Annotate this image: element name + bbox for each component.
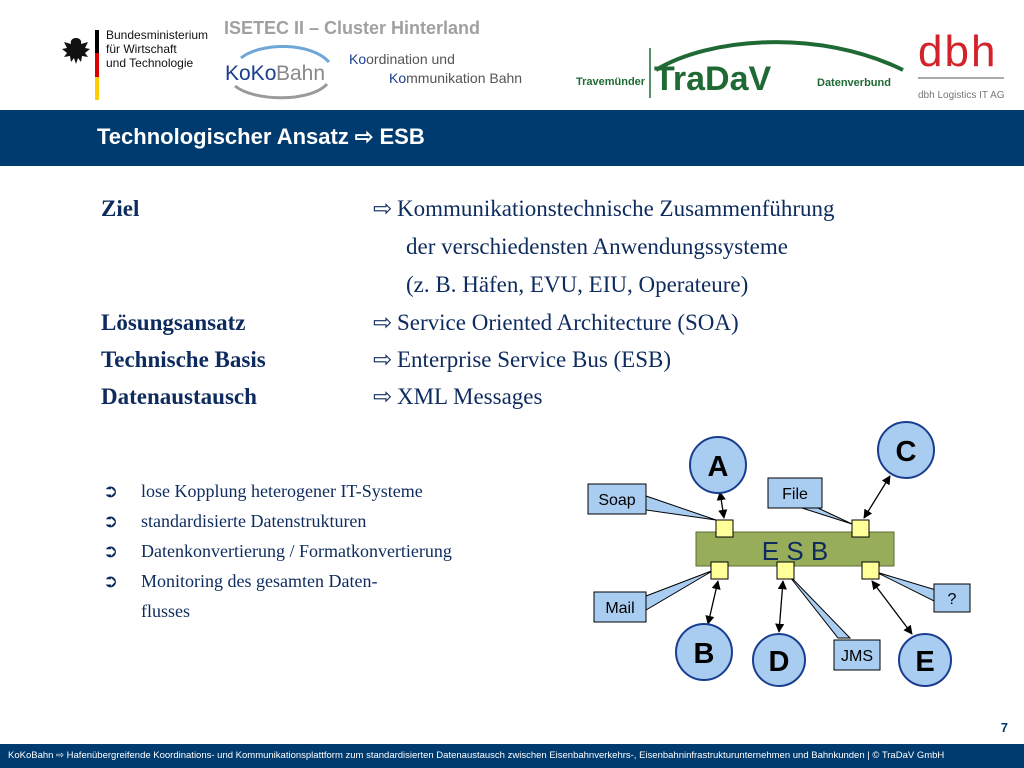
soap-callout-label: Soap — [598, 492, 635, 509]
link-c — [863, 475, 891, 519]
ministry-name: Bundesministerium für Wirtschaft und Tec… — [106, 28, 209, 70]
node-e-label: E — [915, 646, 934, 678]
node-a-label: A — [708, 451, 729, 483]
esb-bus-label: E S B — [762, 536, 828, 566]
esb-bus — [695, 531, 895, 567]
arrow-icon: ⇨ — [373, 384, 393, 409]
file-callout-label: File — [782, 486, 808, 503]
node-b — [675, 623, 733, 681]
german-flag-stripe — [95, 30, 99, 100]
cluster-title: ISETEC II – Cluster Hinterland — [224, 18, 481, 38]
connector-a — [715, 519, 734, 538]
row-value-technische-basis: ⇨Enterprise Service Bus (ESB) — [373, 347, 671, 373]
kokobahn-logo-text-b: Bahn — [276, 62, 325, 85]
unknown-callout — [933, 583, 971, 613]
tagline-ko-2: Ko — [389, 70, 407, 86]
link-e — [871, 580, 913, 635]
row-value-ziel-2: der verschiedensten Anwendungssysteme — [406, 234, 788, 259]
row-value-ziel-3: (z. B. Häfen, EVU, EIU, Operateure) — [406, 272, 749, 297]
mail-callout-tail — [645, 569, 715, 611]
file-callout — [767, 477, 823, 509]
travemuender-label: Travemünder — [576, 76, 646, 88]
node-e — [898, 633, 952, 687]
connector-c — [851, 519, 870, 538]
footer-bar: KoKoBahn ⇨ Hafenübergreifende Koordinati… — [0, 744, 1024, 768]
connector-e — [861, 561, 880, 580]
row-label-loesungsansatz: Lösungsansatz — [101, 310, 246, 335]
link-d — [775, 580, 787, 633]
row-value-text: Kommunikationstechnische Zusammenführung — [397, 196, 835, 221]
datenverbund-label: Datenverbund — [817, 77, 891, 89]
node-a — [689, 436, 747, 494]
row-label-ziel: Ziel — [101, 196, 140, 221]
row-label-datenaustausch: Datenaustausch — [101, 384, 257, 409]
soap-callout — [587, 483, 647, 515]
bullet-arrow-icon: ➲ — [103, 481, 119, 501]
arrow-icon: ⇨ — [373, 310, 393, 335]
arrow-icon: ⇨ — [373, 347, 393, 372]
esb-diagram: E S B A C B D E Soap File Mail JMS ? — [587, 421, 971, 687]
dbh-logo: dbh — [918, 27, 1004, 79]
node-c — [877, 421, 935, 479]
bullet-text: flusses — [141, 601, 190, 621]
kokobahn-logo: KoKo Bahn — [225, 44, 331, 100]
unknown-callout-label: ? — [948, 591, 957, 608]
dbh-logo-text: dbh — [918, 27, 997, 76]
tagline-line1: ordination und — [366, 51, 455, 67]
node-d-label: D — [769, 646, 790, 678]
slide-title-bar: Technologischer Ansatz ⇨ ESB — [0, 110, 1024, 166]
kokobahn-logo-text-a: KoKo — [225, 62, 276, 85]
footer-text: KoKoBahn ⇨ Hafenübergreifende Koordinati… — [8, 750, 945, 761]
bullet-text: Monitoring des gesamten Daten- — [141, 571, 378, 591]
jms-callout — [833, 639, 881, 671]
dbh-tagline: dbh Logistics IT AG — [918, 90, 1005, 101]
row-value-loesungsansatz: ⇨Service Oriented Architecture (SOA) — [373, 310, 739, 336]
row-value-text: Service Oriented Architecture (SOA) — [397, 310, 739, 335]
bullet-text: lose Kopplung heterogener IT-Systeme — [141, 481, 423, 501]
tagline-ko-1: Ko — [349, 51, 367, 67]
link-a — [716, 491, 728, 519]
bullet-text: standardisierte Datenstrukturen — [141, 511, 367, 531]
node-c-label: C — [896, 436, 917, 468]
link-b — [705, 580, 721, 625]
tagline-line2: mmunikation Bahn — [406, 70, 523, 86]
row-value-text: Enterprise Service Bus (ESB) — [397, 347, 672, 372]
soap-callout-tail — [645, 495, 717, 521]
kokobahn-tagline: Koordination und Kommunikation Bahn — [349, 50, 522, 88]
tradav-logo-text: TraDaV — [654, 60, 771, 98]
file-callout-tail — [801, 507, 853, 525]
tradav-logo: TraDaV — [649, 40, 904, 98]
slide-title: Technologischer Ansatz ⇨ ESB — [97, 124, 425, 149]
row-value-text: XML Messages — [397, 384, 543, 409]
arrow-icon: ⇨ — [373, 196, 393, 221]
jms-callout-label: JMS — [841, 648, 873, 665]
row-value-datenaustausch: ⇨XML Messages — [373, 384, 542, 410]
jms-callout-tail — [785, 571, 852, 639]
connector-d — [776, 561, 795, 580]
connector-b — [710, 561, 729, 580]
mail-callout — [593, 591, 647, 623]
page-number: 7 — [1000, 720, 1008, 735]
row-value-ziel: ⇨Kommunikationstechnische Zusammenführun… — [373, 196, 835, 222]
row-label-technische-basis: Technische Basis — [101, 347, 266, 372]
federal-eagle-icon — [62, 38, 90, 64]
mail-callout-label: Mail — [605, 600, 634, 617]
bullet-arrow-icon: ➲ — [103, 571, 119, 591]
bullet-text: Datenkonvertierung / Formatkonvertierung — [141, 541, 452, 561]
node-b-label: B — [694, 638, 715, 670]
bullet-arrow-icon: ➲ — [103, 511, 119, 531]
node-d — [752, 633, 806, 687]
bullet-arrow-icon: ➲ — [103, 541, 119, 561]
header: Bundesministerium für Wirtschaft und Tec… — [0, 0, 1024, 110]
